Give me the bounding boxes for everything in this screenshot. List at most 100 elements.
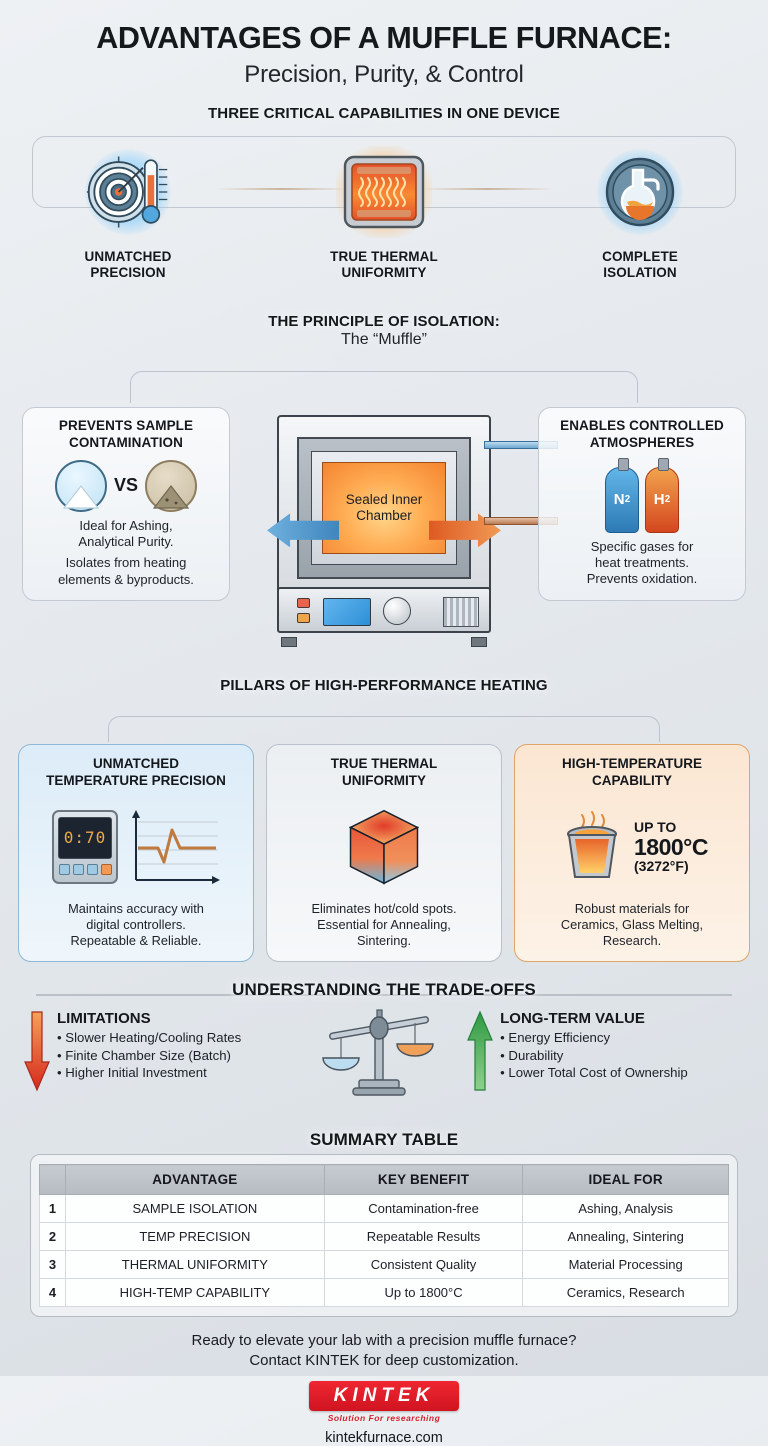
row-ideal: Annealing, Sintering	[522, 1222, 729, 1252]
list-item: Higher Initial Investment	[57, 1064, 241, 1082]
pillar-3-body-line1: Robust materials for	[574, 900, 690, 916]
pillar-1-body: Maintains accuracy with digital controll…	[27, 901, 245, 949]
pillar-2-body-line3: Sintering.	[356, 932, 412, 948]
down-arrow-icon	[24, 1011, 50, 1092]
row-advantage: THERMAL UNIFORMITY	[65, 1250, 325, 1280]
isolation-subheading: The “Muffle”	[341, 331, 427, 349]
max-temperature-block: UP TO 1800°C (3272°F)	[634, 820, 708, 874]
cta-text: Ready to elevate your lab with a precisi…	[0, 1331, 768, 1371]
furnace-foot-right	[471, 637, 487, 648]
pillar-thermal-uniformity[interactable]: TRUE THERMAL UNIFORMITY	[266, 744, 502, 963]
prevents-title-line2: CONTAMINATION	[68, 434, 184, 450]
heating-chamber-icon-wrap	[291, 144, 477, 240]
pillar-1-body-line3: Repeatable & Reliable.	[70, 932, 202, 948]
kintek-logo[interactable]: KINTEK Solution For researching	[309, 1381, 459, 1423]
furnace-button-orange[interactable]	[297, 613, 310, 624]
row-ideal: Ashing, Analysis	[522, 1194, 729, 1224]
pillar-3-body-line2: Ceramics, Glass Melting,	[560, 916, 704, 932]
row-benefit: Repeatable Results	[323, 1222, 524, 1252]
capabilities-row: UNMATCHED PRECISION	[0, 144, 768, 281]
pillar-2-title-line2: UNIFORMITY	[342, 772, 426, 788]
pillar-high-temperature[interactable]: HIGH-TEMPERATURE CAPABILITY	[514, 744, 750, 963]
row-index: 2	[39, 1222, 66, 1252]
prevents-body-2: Isolates from heating elements & byprodu…	[32, 555, 220, 588]
furnace-control-knob[interactable]	[383, 597, 411, 626]
list-item: Slower Heating/Cooling Rates	[57, 1029, 241, 1047]
atmospheres-title-line2: ATMOSPHERES	[589, 434, 695, 450]
limitations-content: LIMITATIONS Slower Heating/Cooling Rates…	[57, 1010, 241, 1092]
controlled-atmospheres-title: ENABLES CONTROLLED ATMOSPHERES	[548, 418, 736, 450]
table-row[interactable]: 4 HIGH-TEMP CAPABILITY Up to 1800°C Cera…	[39, 1278, 729, 1308]
list-item: Durability	[500, 1047, 688, 1065]
row-ideal: Ceramics, Research	[522, 1278, 729, 1308]
target-thermometer-icon-wrap	[35, 144, 221, 240]
capability-unmatched-precision[interactable]: UNMATCHED PRECISION	[35, 144, 221, 281]
tradeoffs-rule	[36, 994, 732, 996]
sealed-flask-icon	[605, 158, 675, 227]
pillar-2-art	[275, 793, 493, 901]
kintek-logo-text: KINTEK	[309, 1381, 459, 1412]
row-index: 3	[39, 1250, 66, 1280]
pillar-2-body: Eliminates hot/cold spots. Essential for…	[275, 901, 493, 949]
furnace-body: Sealed Inner Chamber	[277, 415, 491, 616]
cta-line1: Ready to elevate your lab with a precisi…	[191, 1332, 577, 1350]
table-row[interactable]: 3 THERMAL UNIFORMITY Consistent Quality …	[39, 1250, 729, 1280]
header-index	[39, 1164, 66, 1196]
summary-table-body: 1 SAMPLE ISOLATION Contamination-free As…	[39, 1194, 729, 1308]
atmospheres-body-line1: Specific gases for	[590, 538, 694, 554]
pillar-1-body-line2: digital controllers.	[86, 916, 186, 932]
row-index: 4	[39, 1278, 66, 1308]
controller-button-2	[72, 863, 84, 875]
table-row[interactable]: 1 SAMPLE ISOLATION Contamination-free As…	[39, 1194, 729, 1224]
furnace-button-red[interactable]	[297, 598, 310, 609]
capability-label-2-line2: UNIFORMITY	[341, 265, 427, 281]
tradeoffs-heading: UNDERSTANDING THE TRADE-OFFS	[232, 980, 536, 1000]
isolation-section: PREVENTS SAMPLE CONTAMINATION VS	[0, 357, 768, 677]
pillar-1-body-line1: Maintains accuracy with	[68, 900, 204, 916]
isolation-bracket	[130, 371, 638, 404]
n2-formula: N	[613, 491, 625, 509]
furnace-outer-wall: Sealed Inner Chamber	[297, 437, 471, 580]
capabilities-section: UNMATCHED PRECISION	[0, 128, 768, 313]
long-term-value-content: LONG-TERM VALUE Energy Efficiency Durabi…	[500, 1010, 688, 1092]
pillar-2-body-line1: Eliminates hot/cold spots.	[311, 900, 457, 916]
table-header-row: ADVANTAGE KEY BENEFIT IDEAL FOR	[39, 1164, 729, 1196]
table-row[interactable]: 2 TEMP PRECISION Repeatable Results Anne…	[39, 1222, 729, 1252]
isolation-glow	[597, 149, 683, 236]
balance-scale-icon	[322, 1009, 434, 1097]
pillar-temperature-precision[interactable]: UNMATCHED TEMPERATURE PRECISION 0:70	[18, 744, 254, 963]
row-advantage: TEMP PRECISION	[65, 1222, 325, 1252]
pillar-1-title: UNMATCHED TEMPERATURE PRECISION	[27, 756, 245, 788]
capability-complete-isolation[interactable]: COMPLETE ISOLATION	[547, 144, 733, 281]
pillar-3-art: UP TO 1800°C (3272°F)	[523, 793, 741, 901]
contaminated-sample-icon	[145, 459, 197, 512]
prevents-contamination-card[interactable]: PREVENTS SAMPLE CONTAMINATION VS	[22, 407, 230, 602]
chamber-label: Sealed Inner Chamber	[346, 492, 423, 525]
controller-buttons	[58, 863, 112, 875]
pillar-1-title-line2: TEMPERATURE PRECISION	[46, 772, 226, 788]
pillar-3-body-line3: Research.	[602, 932, 662, 948]
pillar-2-body-line2: Essential for Annealing,	[317, 916, 451, 932]
capability-label-3: COMPLETE ISOLATION	[547, 249, 733, 281]
clean-powder-shape	[62, 484, 100, 509]
chamber-label-line2: Chamber	[356, 508, 412, 524]
pillars-bracket	[108, 716, 660, 743]
row-ideal: Material Processing	[522, 1250, 729, 1280]
list-item: Finite Chamber Size (Batch)	[57, 1047, 241, 1065]
header-advantage: ADVANTAGE	[65, 1164, 325, 1196]
row-benefit: Contamination-free	[323, 1194, 524, 1224]
furnace-display-panel[interactable]	[323, 598, 371, 627]
summary-table-frame: ADVANTAGE KEY BENEFIT IDEAL FOR 1 SAMPLE…	[30, 1154, 738, 1318]
pillars-heading: PILLARS OF HIGH-PERFORMANCE HEATING	[220, 677, 548, 695]
atmospheres-body-line3: Prevents oxidation.	[586, 571, 698, 587]
capability-true-thermal-uniformity[interactable]: TRUE THERMAL UNIFORMITY	[291, 144, 477, 281]
capability-label-1-line1: UNMATCHED	[84, 249, 172, 265]
pillars-row: UNMATCHED TEMPERATURE PRECISION 0:70	[18, 744, 750, 963]
website-url[interactable]: kintekfurnace.com	[325, 1430, 443, 1446]
capability-label-2-line1: TRUE THERMAL	[330, 249, 438, 265]
n2-subscript: 2	[624, 494, 631, 506]
row-benefit: Up to 1800°C	[323, 1278, 524, 1308]
